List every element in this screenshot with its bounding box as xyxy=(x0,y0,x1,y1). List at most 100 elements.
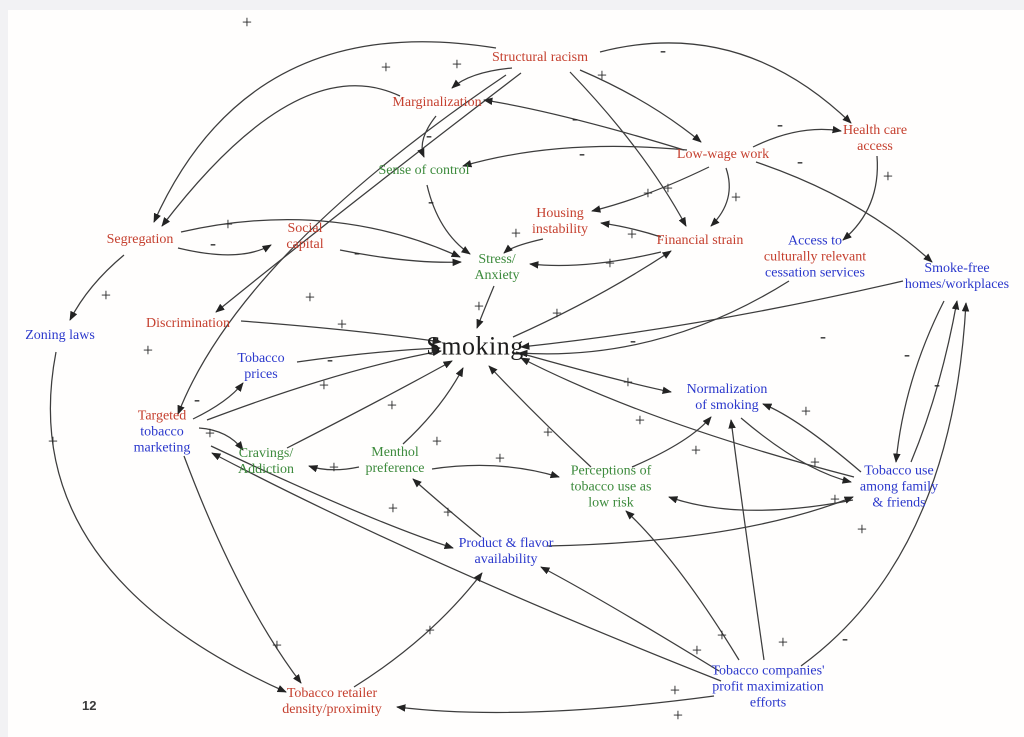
edge-targeted-marketing-to-smoking xyxy=(206,348,442,421)
edge-tobacco-companies-to-normalization xyxy=(728,419,765,661)
polarity-sign-family-friends-to-perceptions: + xyxy=(830,489,840,509)
polarity-sign-health-care-access-to-cessation-services: + xyxy=(883,166,893,186)
polarity-sign-low-wage-work-to-marginalization: - xyxy=(572,108,578,128)
edge-stress-anxiety-to-smoking xyxy=(476,285,495,329)
edge-low-wage-work-to-marginalization xyxy=(483,97,685,151)
edge-perceptions-to-normalization xyxy=(631,416,712,468)
polarity-sign-marginalization-to-sense-of-control: - xyxy=(426,125,432,145)
polarity-sign-structural-racism-to-low-wage-work: + xyxy=(597,65,607,85)
edge-zoning-laws-to-retailer-density xyxy=(49,351,287,693)
edge-tobacco-companies-to-targeted-marketing xyxy=(211,452,722,682)
polarity-sign-structural-racism-to-segregation: + xyxy=(242,12,252,32)
polarity-sign-smoke-free-to-smoking: - xyxy=(630,330,636,350)
polarity-sign-structural-racism-to-discrimination: + xyxy=(305,287,315,307)
edge-low-wage-work-to-housing-instability xyxy=(591,166,710,213)
polarity-sign-family-friends-to-smoking: + xyxy=(635,410,645,430)
polarity-sign-stress-anxiety-to-smoking: + xyxy=(474,296,484,316)
edge-low-wage-work-to-smoke-free xyxy=(755,161,933,263)
polarity-sign-segregation-to-zoning-laws: + xyxy=(101,285,111,305)
polarity-sign-product-flavor-to-menthol: + xyxy=(443,502,453,522)
edge-family-friends-to-normalization xyxy=(762,403,862,473)
edge-low-wage-work-to-health-care-access xyxy=(752,125,842,148)
edge-structural-racism-to-discrimination xyxy=(215,72,522,313)
edge-tobacco-prices-to-smoking xyxy=(296,344,441,363)
polarity-sign-tobacco-companies-to-retailer-density: + xyxy=(673,705,683,725)
polarity-sign-low-wage-work-to-smoke-free: - xyxy=(797,151,803,171)
edge-tobacco-companies-to-retailer-density xyxy=(396,695,715,714)
polarity-sign-housing-instability-to-stress-anxiety: + xyxy=(511,223,521,243)
polarity-sign-smoke-free-to-family-friends: - xyxy=(904,344,910,364)
edge-low-wage-work-to-financial-strain xyxy=(710,167,730,227)
edge-family-friends-to-perceptions xyxy=(668,496,854,511)
polarity-sign-structural-racism-to-health-care-access: - xyxy=(660,40,666,60)
polarity-sign-menthol-to-smoking: + xyxy=(432,431,442,451)
polarity-sign-perceptions-to-smoking: + xyxy=(543,422,553,442)
edge-housing-instability-to-stress-anxiety xyxy=(503,238,544,254)
polarity-sign-tobacco-prices-to-smoking: - xyxy=(327,349,333,369)
edge-structural-racism-to-financial-strain xyxy=(569,71,687,227)
polarity-sign-low-wage-work-to-health-care-access: - xyxy=(777,114,783,134)
edge-family-friends-to-smoking xyxy=(520,357,855,478)
edge-menthol-to-smoking xyxy=(402,367,464,445)
edge-low-wage-work-to-sense-of-control xyxy=(462,145,688,168)
edge-targeted-marketing-to-tobacco-prices xyxy=(192,382,244,420)
edge-social-capital-to-stress-anxiety xyxy=(339,249,462,267)
edge-tobacco-companies-to-product-flavor xyxy=(540,566,720,672)
diagram-page: ++++-+++++----+-+++++++--++--+++++++++++… xyxy=(8,10,1024,737)
edge-smoke-free-to-family-friends xyxy=(893,300,945,463)
edge-structural-racism-to-segregation xyxy=(153,41,497,223)
polarity-sign-targeted-marketing-to-retailer-density: + xyxy=(272,635,282,655)
polarity-sign-structural-racism-to-financial-strain: + xyxy=(663,178,673,198)
polarity-sign-marginalization-to-segregation: + xyxy=(381,57,391,77)
edge-marginalization-to-sense-of-control xyxy=(417,115,437,158)
edge-targeted-marketing-to-product-flavor xyxy=(210,445,454,549)
polarity-sign-tobacco-companies-to-smoke-free: - xyxy=(842,628,848,648)
polarity-sign-targeted-marketing-to-smoking: + xyxy=(319,375,329,395)
polarity-sign-cravings-to-smoking: + xyxy=(387,395,397,415)
polarity-sign-tobacco-companies-to-normalization: + xyxy=(778,632,788,652)
edge-segregation-to-zoning-laws xyxy=(69,254,125,321)
polarity-sign-low-wage-work-to-housing-instability: + xyxy=(643,183,653,203)
polarity-sign-sense-of-control-to-stress-anxiety: - xyxy=(428,191,434,211)
polarity-sign-menthol-to-cravings: + xyxy=(329,457,339,477)
polarity-sign-retailer-density-to-product-flavor: + xyxy=(425,620,435,640)
polarity-sign-social-capital-to-stress-anxiety: - xyxy=(354,242,360,262)
edge-financial-strain-to-housing-instability xyxy=(600,220,662,238)
edge-structural-racism-to-marginalization xyxy=(451,67,513,89)
edge-marginalization-to-segregation xyxy=(161,85,401,227)
edge-smoking-to-financial-strain xyxy=(512,250,672,338)
edge-discrimination-to-smoking xyxy=(240,320,442,345)
edge-smoke-free-to-smoking xyxy=(520,280,904,350)
edge-cravings-to-smoking xyxy=(286,360,453,449)
edge-cessation-services-to-smoking xyxy=(518,280,790,358)
edge-segregation-to-stress-anxiety xyxy=(180,218,461,258)
edge-health-care-access-to-cessation-services xyxy=(842,155,879,241)
polarity-sign-family-friends-to-smoke-free: - xyxy=(934,374,940,394)
polarity-sign-low-wage-work-to-financial-strain: + xyxy=(731,187,741,207)
polarity-sign-discrimination-to-smoking: + xyxy=(337,314,347,334)
edge-menthol-to-cravings xyxy=(308,465,360,473)
polarity-sign-tobacco-companies-to-perceptions: + xyxy=(717,625,727,645)
edge-financial-strain-to-stress-anxiety xyxy=(529,251,662,269)
edge-normalization-to-family-friends xyxy=(740,417,852,484)
polarity-sign-family-friends-to-normalization: + xyxy=(801,401,811,421)
polarity-sign-cessation-services-to-smoking: - xyxy=(820,326,826,346)
polarity-sign-smoking-to-normalization: + xyxy=(623,372,633,392)
polarity-sign-low-wage-work-to-sense-of-control: - xyxy=(579,143,585,163)
edge-smoking-to-normalization xyxy=(515,351,672,394)
edge-tobacco-companies-to-perceptions xyxy=(625,510,740,661)
polarity-sign-smoking-to-financial-strain: + xyxy=(552,303,562,323)
polarity-sign-targeted-marketing-to-cravings: + xyxy=(205,423,215,443)
polarity-sign-perceptions-to-normalization: + xyxy=(691,440,701,460)
edge-retailer-density-to-product-flavor xyxy=(353,572,483,688)
edge-menthol-to-perceptions xyxy=(431,464,560,479)
polarity-sign-structural-racism-to-targeted-marketing: + xyxy=(143,340,153,360)
edge-segregation-to-social-capital xyxy=(177,244,272,256)
polarity-sign-financial-strain-to-housing-instability: + xyxy=(627,224,637,244)
edge-targeted-marketing-to-cravings xyxy=(198,427,244,451)
edge-product-flavor-to-family-friends xyxy=(546,496,854,547)
polarity-sign-zoning-laws-to-retailer-density: + xyxy=(48,431,58,451)
polarity-sign-menthol-to-perceptions: + xyxy=(495,448,505,468)
edge-structural-racism-to-health-care-access xyxy=(599,42,852,124)
polarity-sign-targeted-marketing-to-product-flavor: + xyxy=(388,498,398,518)
